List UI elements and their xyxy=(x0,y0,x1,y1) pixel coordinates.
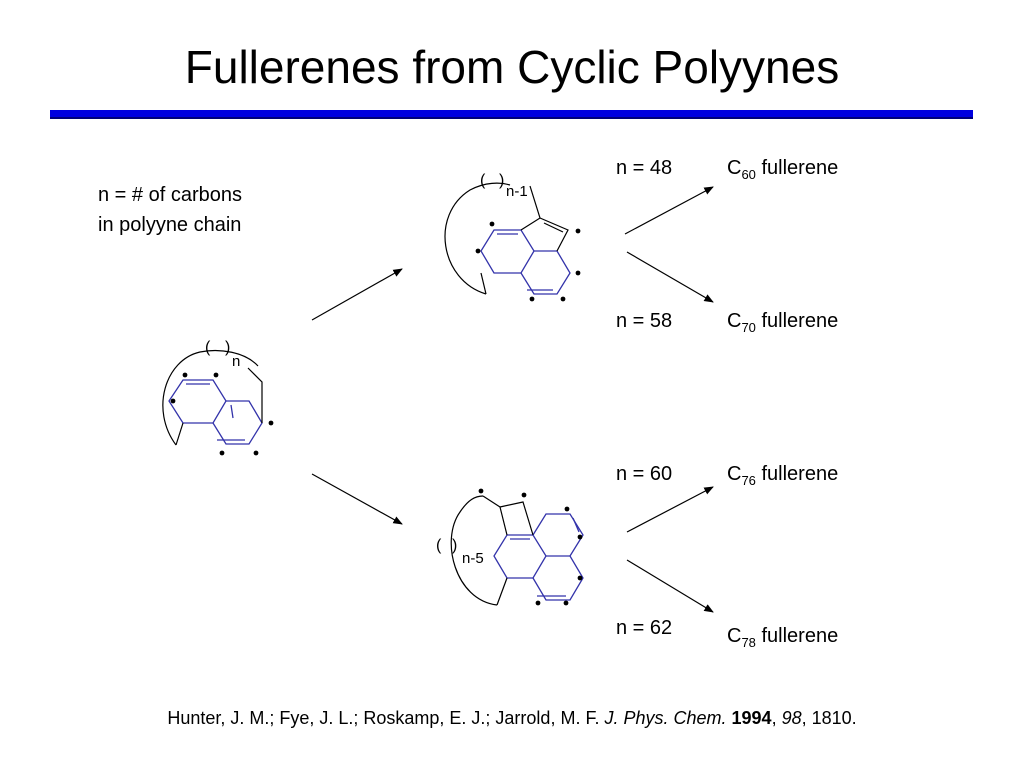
lower-structure: ( ) n-5 xyxy=(436,488,584,606)
lower-rings xyxy=(493,513,584,601)
five-ring-double xyxy=(543,222,564,233)
repeat-paren-close: ) xyxy=(225,339,230,356)
repeat-label: n-5 xyxy=(462,550,484,567)
five-ring xyxy=(499,501,534,536)
starting-structure: ( ) n xyxy=(162,339,274,456)
n-value-c76: n = 60 xyxy=(616,463,673,485)
product-c76: C76 fullerene xyxy=(727,463,839,488)
chain-note-line2: in polyyne chain xyxy=(98,214,242,236)
arrow-to-c60 xyxy=(624,186,714,235)
polyyne-arc xyxy=(450,495,498,606)
repeat-label: n-1 xyxy=(506,183,528,200)
citation-pages: , 1810. xyxy=(801,708,857,728)
arrow-to-lower xyxy=(311,473,403,525)
product-c78: C78 fullerene xyxy=(727,625,839,650)
upper-structure: ( ) n-1 xyxy=(444,172,581,302)
citation-authors: Hunter, J. M.; Fye, J. L.; Roskamp, E. J… xyxy=(167,708,605,728)
product-c70: C70 fullerene xyxy=(727,310,839,335)
chain-link xyxy=(482,495,501,508)
arrow-to-c76 xyxy=(626,486,714,533)
upper-rings xyxy=(480,229,571,295)
chain-link xyxy=(496,577,508,606)
radical-dots xyxy=(475,221,581,302)
chain-link xyxy=(247,367,263,423)
chain-link xyxy=(175,422,184,446)
citation: Hunter, J. M.; Fye, J. L.; Roskamp, E. J… xyxy=(167,708,857,728)
radical-dots xyxy=(170,372,274,456)
five-ring xyxy=(520,217,569,252)
chain-link xyxy=(529,185,541,219)
product-c60: C60 fullerene xyxy=(727,157,839,182)
slide-title: Fullerenes from Cyclic Polyynes xyxy=(184,41,840,93)
naphthalene-rings xyxy=(168,379,263,445)
polyyne-arc xyxy=(444,182,511,295)
repeat-paren-close: ) xyxy=(452,537,457,554)
repeat-paren-close: ) xyxy=(499,172,504,189)
repeat-paren-open: ( xyxy=(436,537,442,554)
arrow-to-c78 xyxy=(626,559,714,613)
citation-year: 1994 xyxy=(731,708,772,728)
citation-journal: J. Phys. Chem. xyxy=(604,708,727,728)
chain-link xyxy=(480,272,487,295)
arrow-to-upper xyxy=(311,268,403,321)
title-rule xyxy=(50,110,973,119)
radical-dots xyxy=(478,488,583,606)
citation-volume: 98 xyxy=(781,708,802,728)
repeat-label: n xyxy=(232,353,240,370)
arrow-to-c70 xyxy=(626,251,714,303)
n-value-c70: n = 58 xyxy=(616,310,673,332)
n-value-c78: n = 62 xyxy=(616,617,673,639)
chain-note: n = # of carbons in polyyne chain xyxy=(98,180,242,240)
chain-note-line1: n = # of carbons xyxy=(98,184,242,206)
repeat-paren-open: ( xyxy=(480,172,486,189)
polyyne-arc xyxy=(162,349,259,446)
reaction-arrows xyxy=(311,186,714,613)
repeat-paren-open: ( xyxy=(205,339,211,356)
n-value-c60: n = 48 xyxy=(616,157,673,179)
